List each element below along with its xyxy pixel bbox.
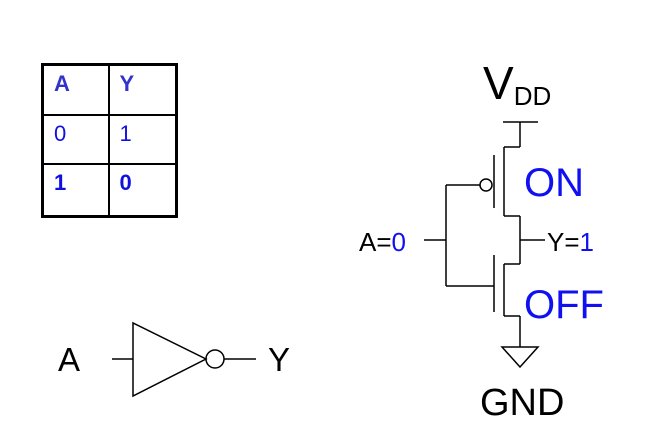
output-label: Y=1 — [547, 229, 594, 255]
vdd-main: V — [483, 57, 514, 109]
gnd-label: GND — [480, 382, 565, 424]
inverter-triangle — [132, 321, 208, 398]
inverter-bubble — [205, 349, 225, 369]
pmos-state-label: ON — [524, 161, 584, 205]
ground-symbol — [500, 346, 540, 369]
truth-table-header-a: A — [44, 66, 110, 116]
output-value: 1 — [579, 227, 594, 257]
gate-input-label: A — [58, 341, 81, 378]
truth-table-cell-a: 0 — [44, 115, 110, 166]
vdd-label: VDD — [483, 57, 551, 109]
output-name: Y= — [547, 227, 580, 257]
gate-output-label: Y — [268, 341, 291, 378]
vdd-subscript: DD — [513, 81, 552, 111]
input-name: A= — [359, 227, 392, 257]
nmos-state-label: OFF — [524, 283, 604, 327]
input-label: A=0 — [359, 229, 406, 255]
truth-table-cell-y: 0 — [119, 170, 132, 196]
input-value: 0 — [391, 227, 406, 257]
truth-table-cell-y: 1 — [109, 116, 175, 166]
truth-table: A Y 0 1 1 0 — [41, 63, 178, 218]
pmos-gate-bubble — [479, 178, 493, 192]
truth-table-cell-a: 1 — [44, 165, 110, 215]
truth-table-header-y: Y — [109, 66, 175, 116]
